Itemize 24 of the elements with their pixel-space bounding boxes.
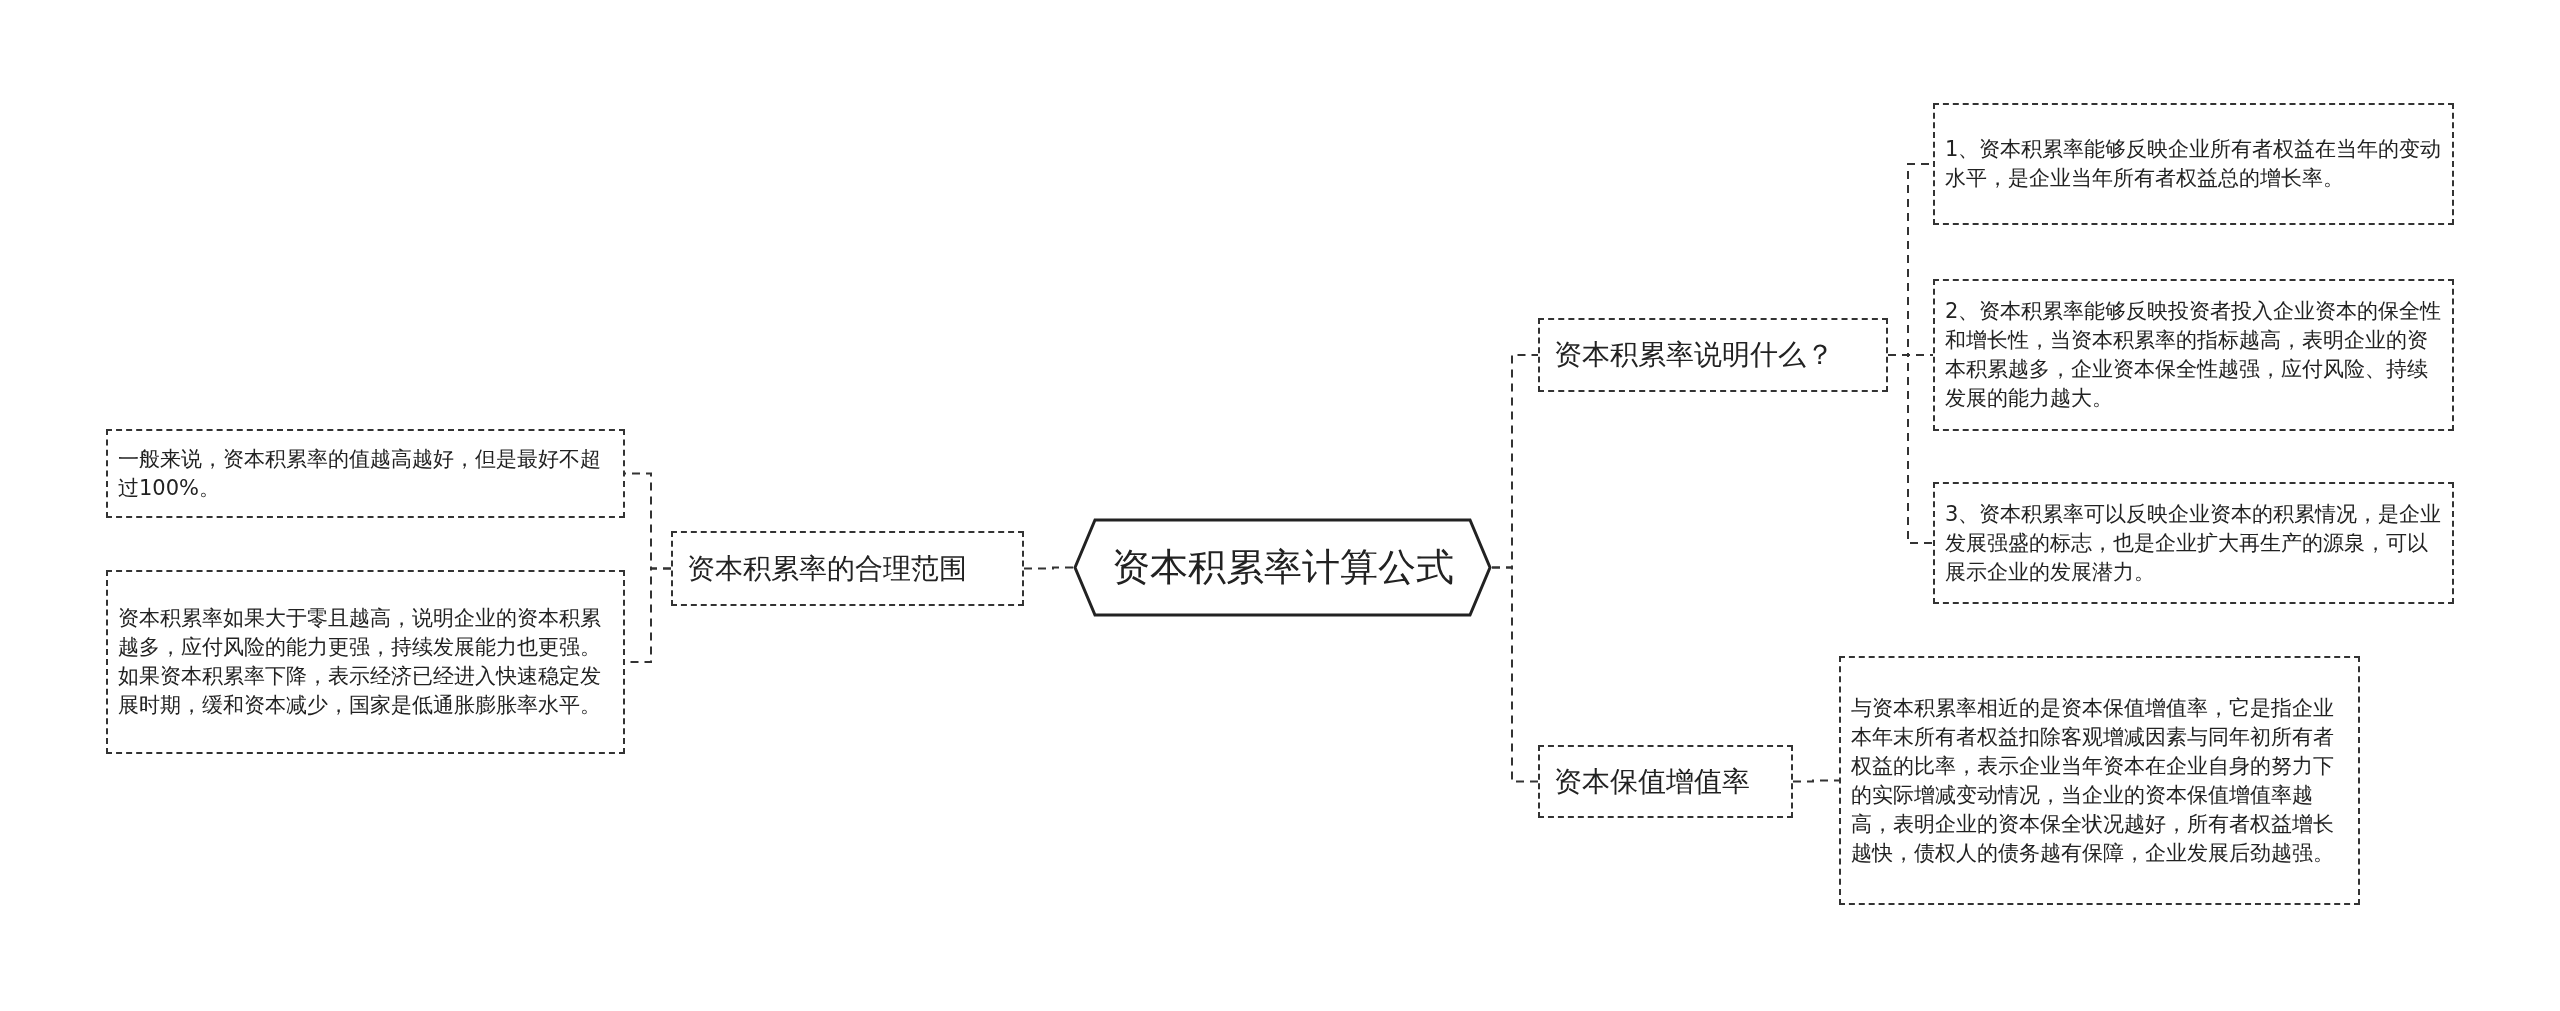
note-box <box>1933 279 2454 431</box>
note-box <box>106 570 625 754</box>
node-text: 资本保值增值率 <box>1554 763 1750 800</box>
node-text: 3、资本积累率可以反映企业资本的积累情况，是企业发展强盛的标志，也是企业扩大再生产的源泉，可以展示企业的发展潜力。 <box>1945 500 2442 586</box>
topic-box <box>1538 318 1888 392</box>
note-box <box>1933 482 2454 604</box>
note-box <box>106 429 625 518</box>
connector-line <box>1491 566 1539 783</box>
node-text: 资本积累率计算公式 <box>1111 544 1454 591</box>
node-text: 资本积累率说明什么？ <box>1554 337 1834 373</box>
node-text: 2、资本积累率能够反映投资者投入企业资本的保全性和增长性，当资本积累率的指标越高，表明企业的资本积累越多，企业资本保全性越强，应付风险、持续发展的能力越大。 <box>1945 298 2442 412</box>
note-box <box>1839 656 2360 905</box>
node-text: 与资本积累率相近的是资本保值增值率，它是指企业本年末所有者权益扣除客观增减因素与同年初所有者权益的比率，表示企业当年资本在企业自身的努力下的实际增减变动情况，当企业的资本保值增值率越高，表明企业的资本保全状况越好，所有者权益增长越快，债权人的债务越有保障，企业发展后劲越强。 <box>1851 694 2335 867</box>
hexagon-node <box>1073 518 1492 617</box>
connector-line <box>1792 779 1840 783</box>
node-text: 资本积累率的合理范围 <box>687 550 967 587</box>
topic-box <box>671 531 1024 606</box>
node-text: 1、资本积累率能够反映企业所有者权益在当年的变动水平，是企业当年所有者权益总的增长率。 <box>1945 136 2442 192</box>
note-box <box>1933 103 2454 225</box>
node-text: 一般来说，资本积累率的值越高越好，但是最好不超过100%。 <box>118 445 602 502</box>
topic-box <box>1538 745 1793 818</box>
connector-line <box>1887 354 1934 544</box>
connector-line <box>1023 566 1074 570</box>
node-text: 资本积累率如果大于零且越高，说明企业的资本积累越多，应付风险的能力更强，持续发展能力也更强。如果资本积累率下降，表示经济已经进入快速稳定发展时期，缓和资本减少，国家是低通胀膨胀率水平。 <box>118 605 602 719</box>
